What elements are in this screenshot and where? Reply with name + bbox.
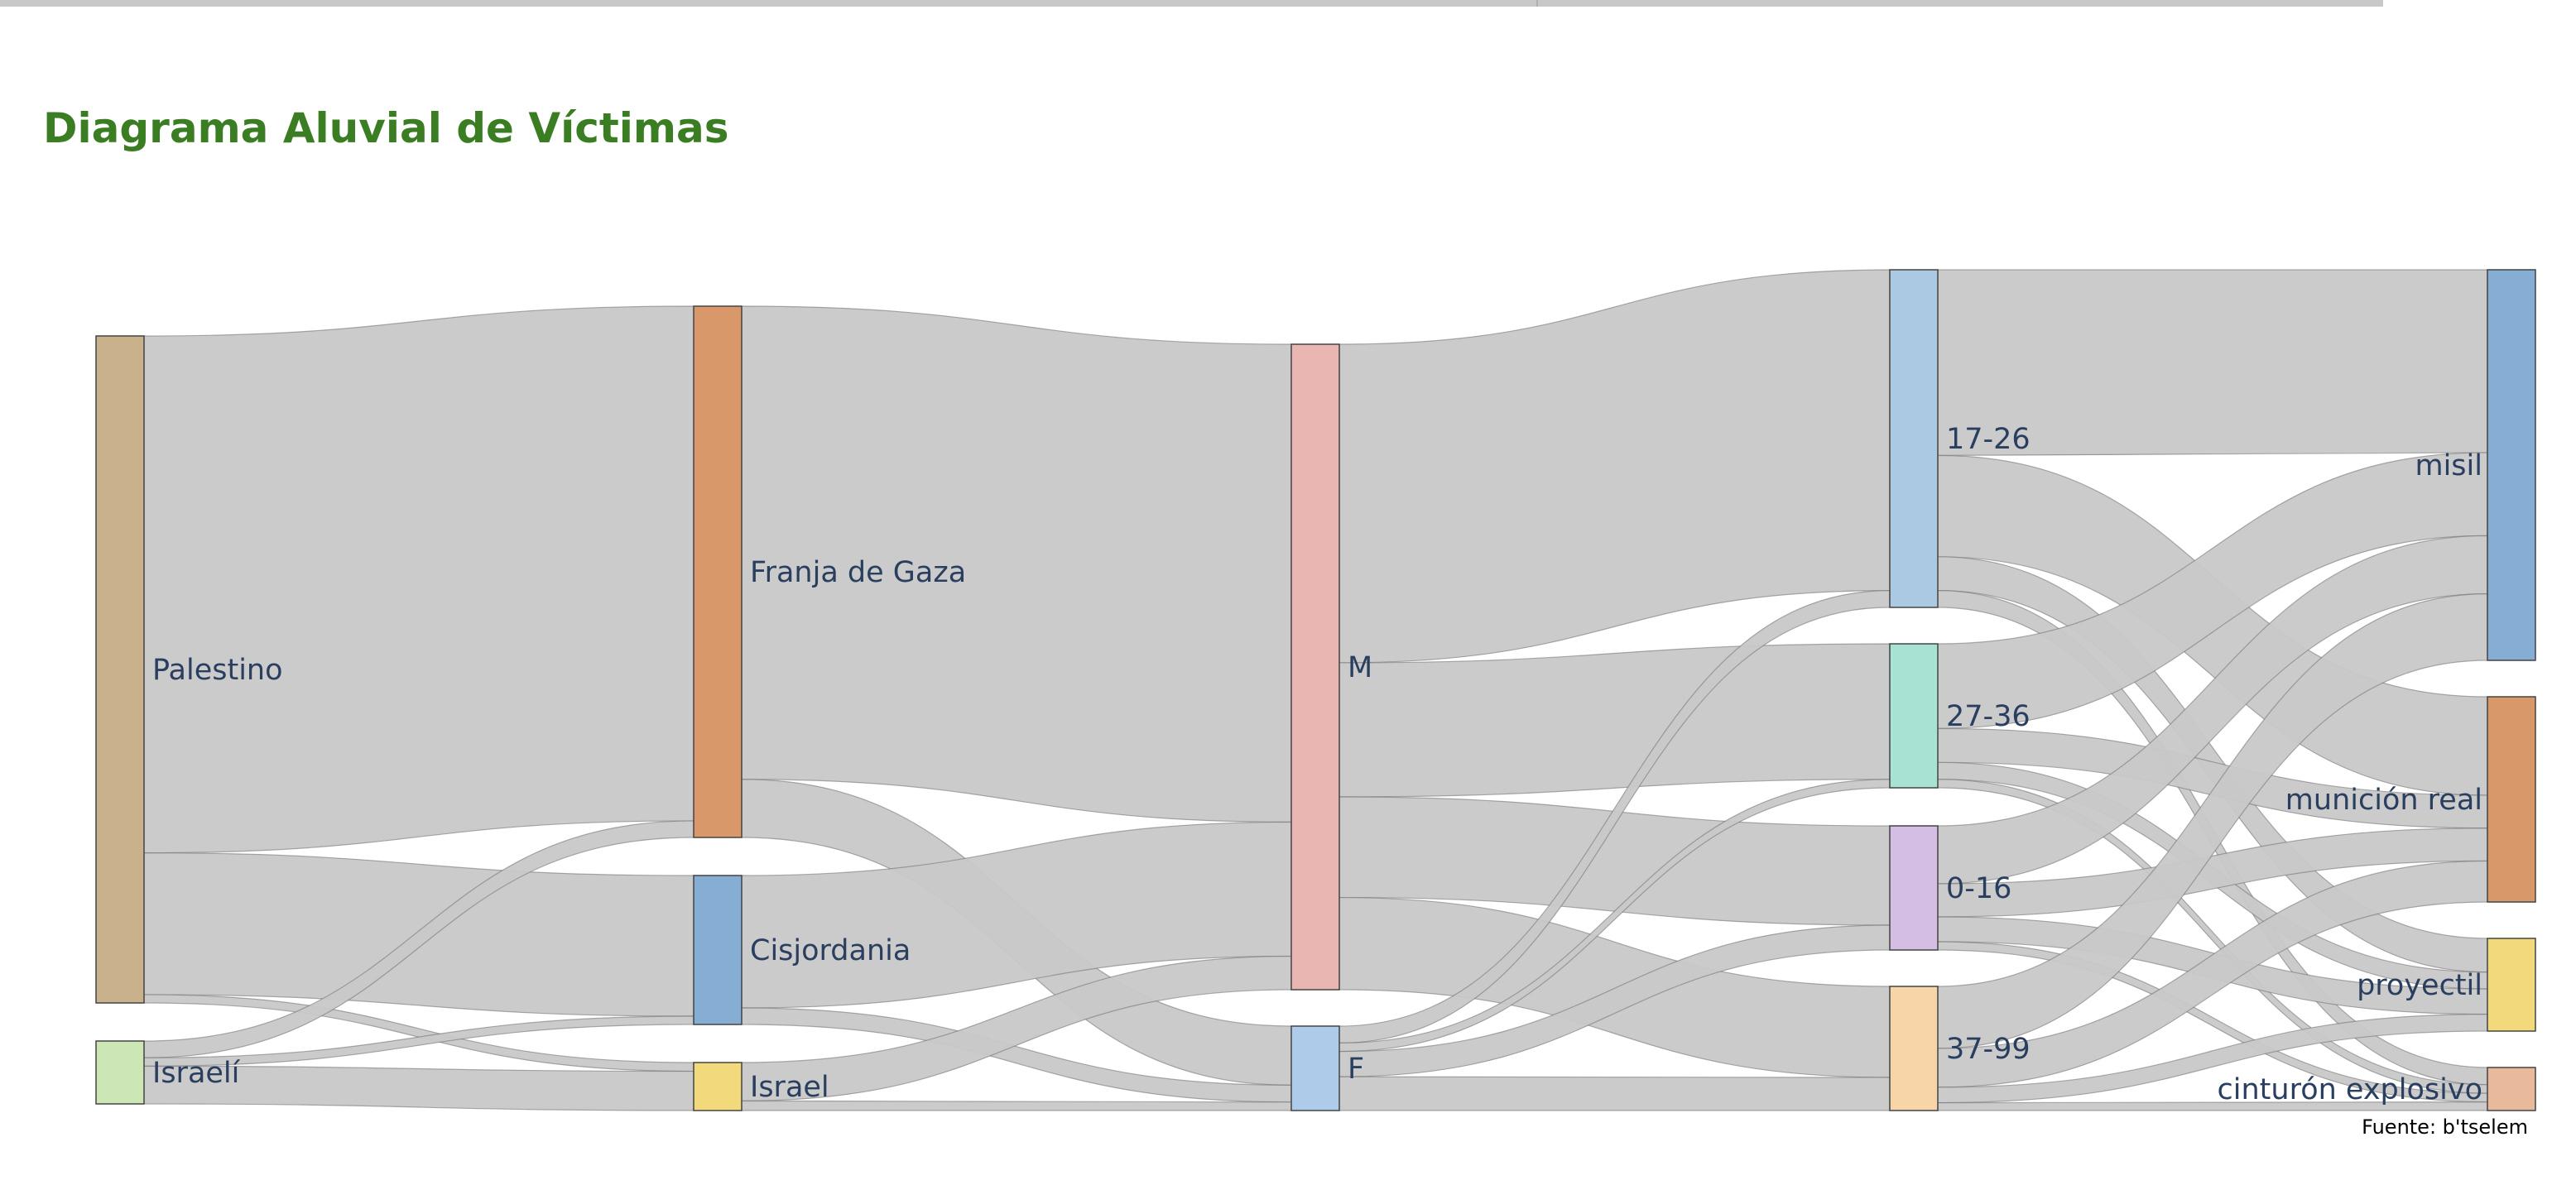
link-M-27-36 [1338,643,1891,798]
node-M[interactable] [1290,343,1340,991]
node-F[interactable] [1290,1025,1340,1111]
node-Israel[interactable] [693,1062,743,1111]
node-37-99[interactable] [1889,986,1939,1111]
node-17-26[interactable] [1889,269,1939,608]
progress-bar-fill [0,0,2383,7]
node-label-misil: misil [2415,449,2482,482]
node-label-Israel: Israel [750,1071,829,1104]
node-label-Franja de Gaza: Franja de Gaza [750,556,966,589]
nodes-layer [95,269,2536,1111]
links-layer [143,269,2488,1111]
node-proyectil[interactable] [2487,938,2536,1032]
node-label-Cisjordania: Cisjordania [750,934,911,967]
node-label-37-99: 37-99 [1946,1033,2031,1066]
node-munición real[interactable] [2487,696,2536,903]
node-cinturón explosivo[interactable] [2487,1067,2536,1111]
progress-bar-divider [1536,0,1538,7]
node-label-Israelí: Israelí [152,1057,241,1090]
node-Palestino[interactable] [95,335,145,1004]
node-label-cinturón explosivo: cinturón explosivo [2218,1073,2482,1106]
node-label-17-26: 17-26 [1946,423,2031,456]
progress-bar [0,0,2576,7]
node-Israelí[interactable] [95,1040,145,1105]
node-misil[interactable] [2487,269,2536,661]
link-Palestino-Franja de Gaza [143,305,694,854]
node-label-27-36: 27-36 [1946,700,2031,733]
link-M-17-26 [1338,269,1891,664]
chart-title: Diagrama Aluvial de Víctimas [43,104,729,152]
source-note: Fuente: b'tselem [2362,1115,2528,1139]
node-label-M: M [1348,651,1372,684]
node-label-0-16: 0-16 [1946,872,2011,905]
node-label-F: F [1348,1053,1364,1086]
node-label-munición real: munición real [2285,784,2482,817]
node-label-Palestino: Palestino [152,654,283,687]
node-label-proyectil: proyectil [2357,969,2482,1002]
node-0-16[interactable] [1889,825,1939,951]
link-F-37-99 [1338,1076,1891,1111]
node-Franja de Gaza[interactable] [693,305,743,838]
node-Cisjordania[interactable] [693,875,743,1025]
node-27-36[interactable] [1889,643,1939,789]
